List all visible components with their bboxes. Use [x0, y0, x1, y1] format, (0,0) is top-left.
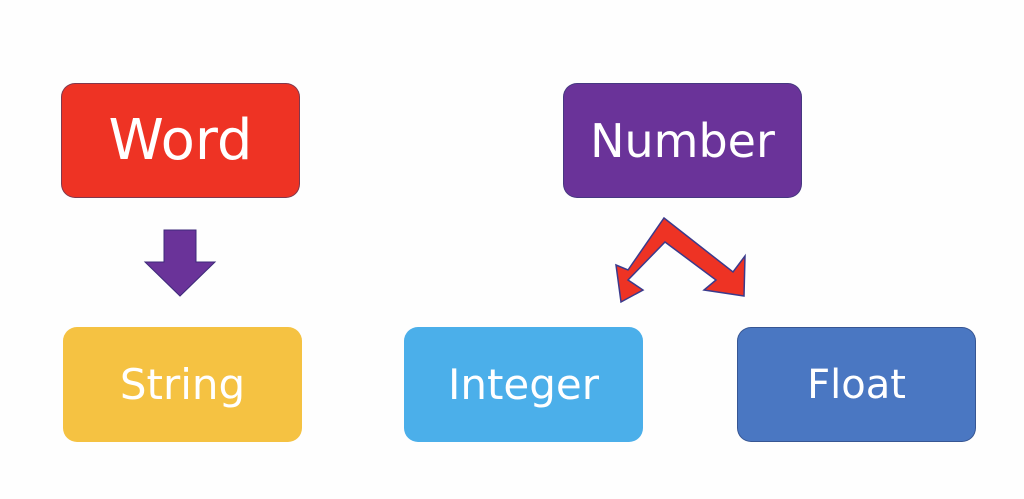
- float-node: Float: [737, 327, 976, 442]
- arrow-word-to-string: [143, 229, 217, 297]
- number-node: Number: [563, 83, 802, 198]
- arrow-number-to-integer-and-float: [615, 216, 746, 304]
- word-label: Word: [108, 107, 253, 173]
- float-label: Float: [807, 361, 906, 408]
- number-label: Number: [590, 113, 775, 168]
- string-label: String: [119, 359, 246, 409]
- string-node: String: [63, 327, 302, 442]
- integer-label: Integer: [447, 359, 600, 409]
- word-node: Word: [61, 83, 300, 198]
- integer-node: Integer: [404, 327, 643, 442]
